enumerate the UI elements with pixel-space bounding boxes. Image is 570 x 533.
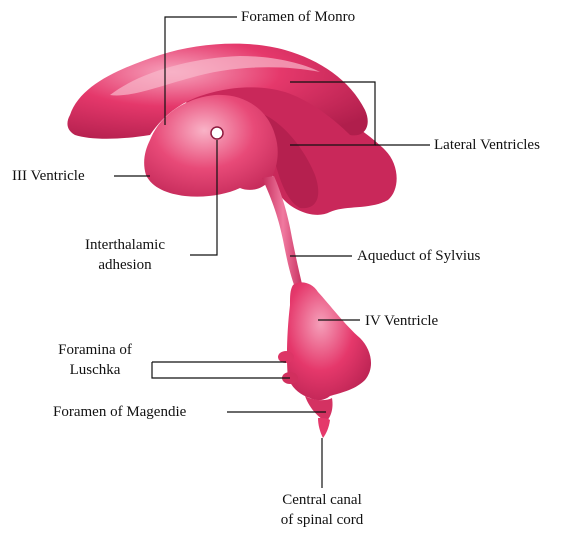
label-interthalamic-line1: Interthalamic — [70, 236, 180, 254]
label-third-ventricle: III Ventricle — [12, 167, 85, 185]
label-luschka-line2: Luschka — [40, 361, 150, 379]
foramen-luschka-upper — [278, 351, 294, 363]
central-canal — [318, 418, 330, 438]
label-fourth-ventricle: IV Ventricle — [365, 312, 438, 330]
interthalamic-adhesion-hole — [211, 127, 223, 139]
label-lateral-ventricles: Lateral Ventricles — [434, 136, 540, 154]
label-central-canal-line2: of spinal cord — [252, 511, 392, 529]
label-aqueduct: Aqueduct of Sylvius — [357, 247, 480, 265]
label-magendie: Foramen of Magendie — [53, 403, 186, 421]
label-interthalamic-line2: adhesion — [70, 256, 180, 274]
label-central-canal-line1: Central canal — [252, 491, 392, 509]
fourth-ventricle — [287, 282, 371, 400]
label-foramen-monro: Foramen of Monro — [241, 8, 355, 26]
label-luschka-line1: Foramina of — [40, 341, 150, 359]
leader-luschka-lower — [152, 362, 290, 378]
